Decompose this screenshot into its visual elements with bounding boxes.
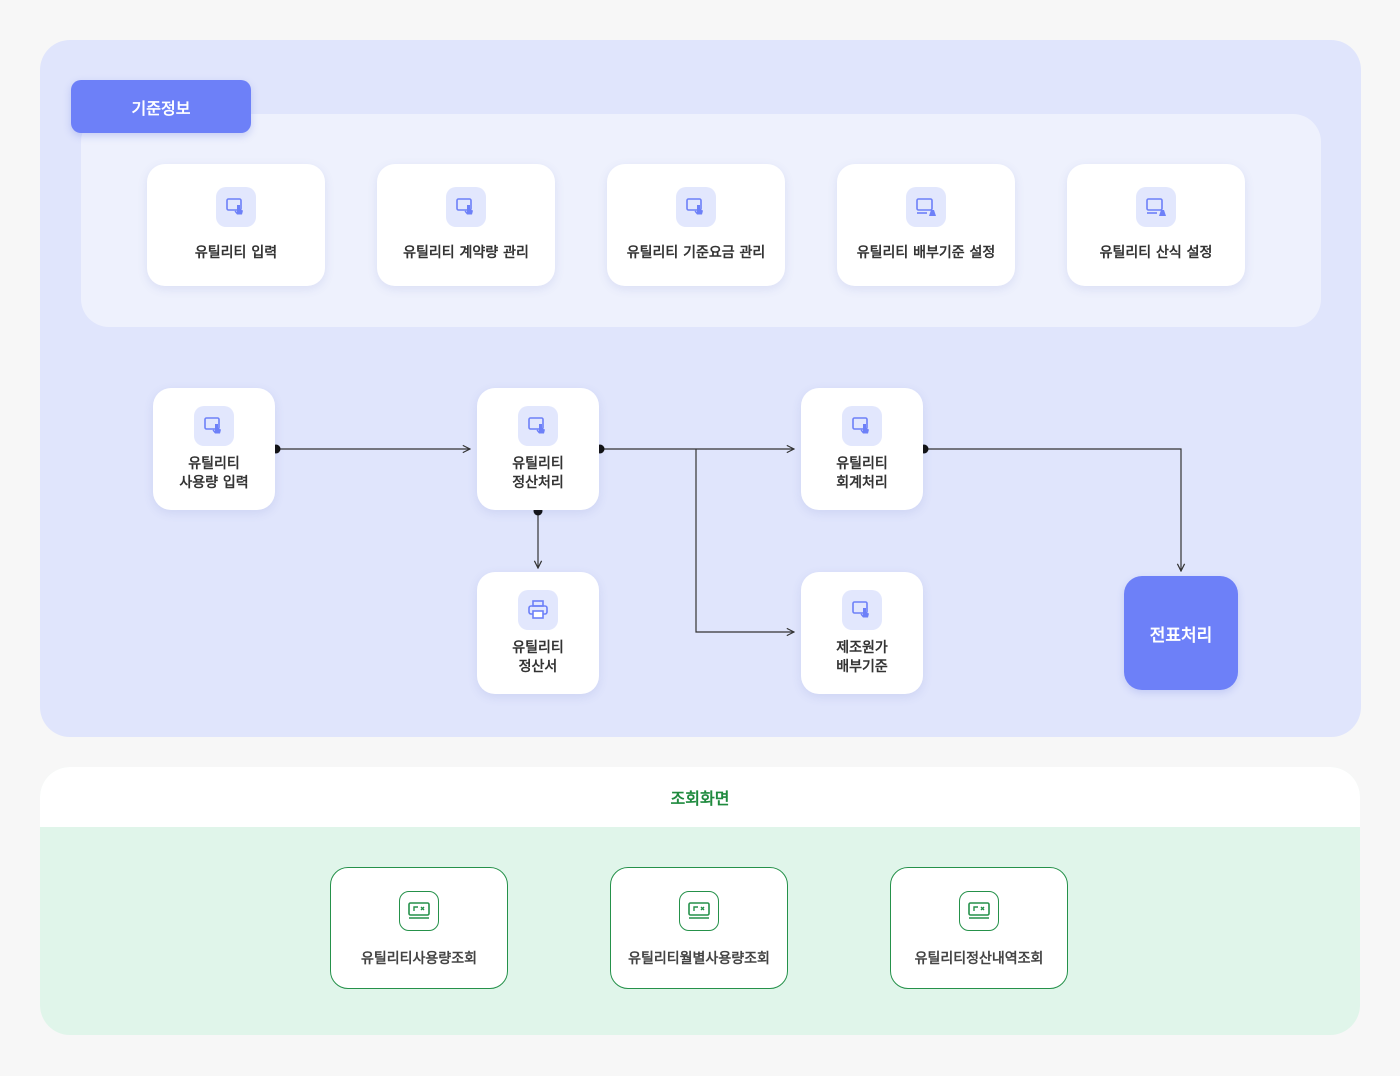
card-label: 유틸리티 계약량 관리 — [403, 245, 529, 261]
view-usage[interactable]: 유틸리티사용량조회 — [330, 867, 508, 989]
touch-screen-icon — [842, 406, 882, 446]
flow-statement[interactable]: 유틸리티 정산서 — [477, 572, 599, 694]
monitor-search-icon — [679, 891, 719, 931]
flow-usage-input[interactable]: 유틸리티 사용량 입력 — [153, 388, 275, 510]
flow-label: 유틸리티 정산처리 — [512, 456, 564, 491]
flow-cost-allocation[interactable]: 제조원가 배부기준 — [801, 572, 923, 694]
monitor-settings-icon — [1136, 187, 1176, 227]
view-settlement-history[interactable]: 유틸리티정산내역조회 — [890, 867, 1068, 989]
flow-label: 유틸리티 사용량 입력 — [179, 456, 249, 491]
flow-label: 제조원가 배부기준 — [836, 640, 888, 675]
monitor-search-icon — [959, 891, 999, 931]
card-label: 유틸리티 입력 — [194, 245, 278, 261]
monitor-search-icon — [399, 891, 439, 931]
flow-accounting[interactable]: 유틸리티 회계처리 — [801, 388, 923, 510]
touch-screen-icon — [518, 406, 558, 446]
touch-screen-icon — [446, 187, 486, 227]
flow-settlement[interactable]: 유틸리티 정산처리 — [477, 388, 599, 510]
touch-screen-icon — [842, 590, 882, 630]
card-formula-setting[interactable]: 유틸리티 산식 설정 — [1067, 164, 1245, 286]
view-label: 유틸리티월별사용량조회 — [628, 951, 770, 967]
view-label: 유틸리티사용량조회 — [361, 951, 477, 967]
monitor-settings-icon — [906, 187, 946, 227]
flow-label: 유틸리티 회계처리 — [836, 456, 888, 491]
view-screens-panel: 조회화면 유틸리티사용량조회 유틸리티월별사용량조회 유틸리티정산내역조회 — [40, 767, 1360, 1035]
touch-screen-icon — [676, 187, 716, 227]
flow-label: 유틸리티 정산서 — [512, 640, 564, 675]
card-label: 유틸리티 배부기준 설정 — [856, 245, 996, 261]
touch-screen-icon — [216, 187, 256, 227]
standard-info-tab[interactable]: 기준정보 — [71, 80, 251, 133]
card-label: 유틸리티 산식 설정 — [1099, 245, 1213, 261]
card-label: 유틸리티 기준요금 관리 — [626, 245, 766, 261]
view-monthly-usage[interactable]: 유틸리티월별사용량조회 — [610, 867, 788, 989]
card-contract-amount[interactable]: 유틸리티 계약량 관리 — [377, 164, 555, 286]
view-label: 유틸리티정산내역조회 — [914, 951, 1044, 967]
flow-voucher[interactable]: 전표처리 — [1124, 576, 1238, 690]
view-screens-title: 조회화면 — [40, 767, 1360, 827]
card-allocation-standard[interactable]: 유틸리티 배부기준 설정 — [837, 164, 1015, 286]
card-utility-input[interactable]: 유틸리티 입력 — [147, 164, 325, 286]
card-base-rate[interactable]: 유틸리티 기준요금 관리 — [607, 164, 785, 286]
printer-icon — [518, 590, 558, 630]
touch-screen-icon — [194, 406, 234, 446]
